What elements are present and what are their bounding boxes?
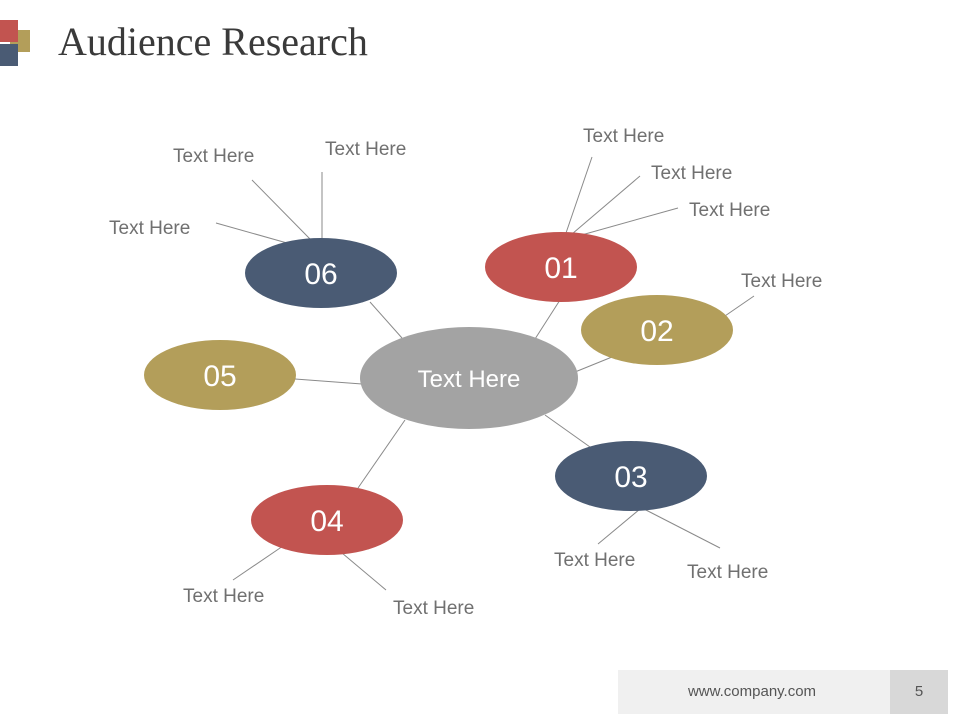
connector-06-leaf-a [215, 222, 288, 244]
node-05: 05 [144, 340, 296, 410]
connector-lines [215, 156, 755, 591]
leaf-06-a: Text Here [109, 218, 190, 239]
connector-01-leaf-c [577, 207, 679, 237]
leaf-06-c: Text Here [325, 139, 406, 160]
node-06: 06 [245, 238, 397, 308]
connector-04-leaf-a [232, 545, 284, 581]
node-04-ellipse [251, 485, 403, 555]
connector-01-leaf-b [571, 175, 641, 235]
footer-page-number: 5 [890, 670, 948, 714]
connector-center-03 [544, 414, 591, 448]
leaf-02-a: Text Here [741, 271, 822, 292]
node-02: 02 [581, 295, 733, 365]
node-05-label: 05 [203, 360, 236, 393]
center-label: Text Here [418, 366, 521, 393]
node-03: 03 [555, 441, 707, 511]
node-03-label: 03 [614, 461, 647, 494]
connector-03-leaf-a [597, 508, 641, 545]
connector-04-leaf-b [341, 552, 387, 591]
logo-square-red [0, 20, 18, 42]
node-01-ellipse [485, 232, 637, 302]
leaf-04-b: Text Here [393, 598, 474, 619]
connector-center-06 [369, 301, 403, 339]
leaf-04-a: Text Here [183, 586, 264, 607]
connector-02-leaf-a [721, 295, 755, 319]
node-04-label: 04 [310, 505, 343, 538]
leaf-01-c: Text Here [689, 200, 770, 221]
leaf-01-a: Text Here [583, 126, 664, 147]
leaf-01-b: Text Here [651, 163, 732, 184]
connector-01-leaf-a [565, 156, 593, 234]
node-06-label: 06 [304, 258, 337, 291]
connector-center-01 [534, 299, 561, 340]
leaf-03-a: Text Here [554, 550, 635, 571]
center-node: Text Here [360, 327, 578, 429]
footer-url[interactable]: www.company.com [687, 683, 817, 700]
footer-bar [618, 670, 890, 714]
node-01: 01 [485, 232, 637, 302]
leaf-06-b: Text Here [173, 146, 254, 167]
connector-06-leaf-b [251, 179, 311, 240]
connector-03-leaf-b [643, 508, 721, 549]
node-06-ellipse [245, 238, 397, 308]
node-02-label: 02 [640, 315, 673, 348]
node-04: 04 [251, 485, 403, 555]
logo-square-navy [0, 44, 18, 66]
center-ellipse [360, 327, 578, 429]
node-02-ellipse [581, 295, 733, 365]
leaf-03-b: Text Here [687, 562, 768, 583]
logo-squares [0, 0, 40, 70]
page-title: Audience Research [58, 19, 368, 64]
connector-center-02 [574, 356, 613, 373]
node-01-label: 01 [544, 252, 577, 285]
node-05-ellipse [144, 340, 296, 410]
connector-center-04 [357, 419, 406, 489]
node-03-ellipse [555, 441, 707, 511]
connector-center-05 [294, 378, 363, 385]
